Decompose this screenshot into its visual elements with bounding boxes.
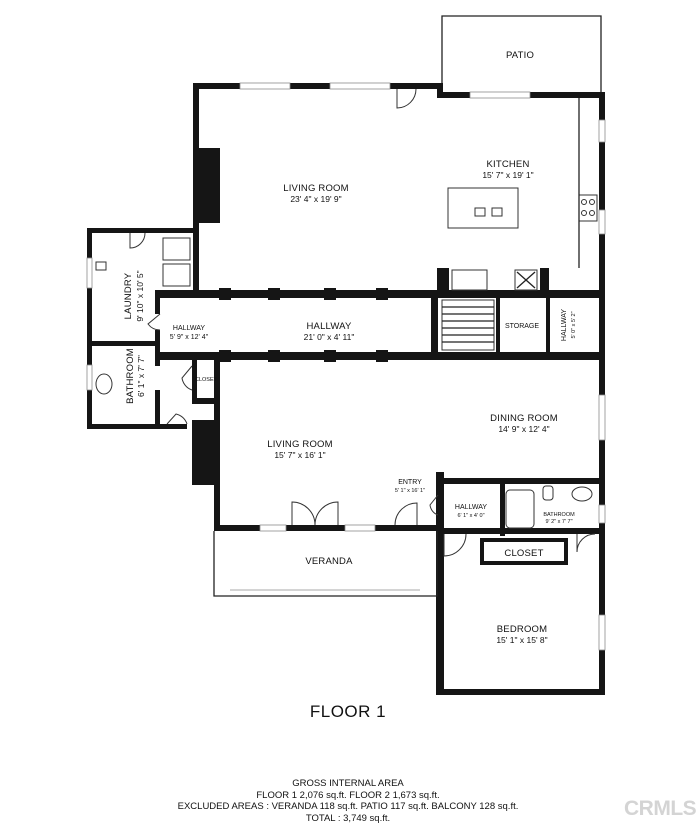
entry-label: ENTRY — [398, 479, 422, 486]
dining-room-label: DINING ROOM — [490, 413, 558, 424]
floor-title: FLOOR 1 — [0, 702, 696, 722]
gross-area-heading: GROSS INTERNAL AREA — [0, 778, 696, 790]
living-room-upper-label: LIVING ROOM — [283, 183, 349, 194]
living-room-lower-dims: 15' 7" x 16' 1" — [274, 450, 325, 460]
kitchen-label: KITCHEN — [486, 159, 529, 170]
laundry-label: LAUNDRY — [123, 272, 134, 319]
bathroom-left-label: BATHROOM — [125, 348, 136, 404]
laundry-dims: 9' 10" x 10' 5" — [135, 270, 145, 321]
laundry-sink-icon — [96, 262, 106, 270]
sink-icon — [475, 208, 485, 216]
hallway-entry-label: HALLWAY — [455, 504, 487, 511]
bedroom-label: BEDROOM — [497, 624, 548, 635]
gross-area-summary: GROSS INTERNAL AREA FLOOR 1 2,076 sq.ft.… — [0, 778, 696, 824]
living-room-upper-dims: 23' 4" x 19' 9" — [290, 194, 341, 204]
watermark-logo: CRMLS — [624, 797, 696, 821]
hallway-main-dims: 21' 0" x 4' 11" — [304, 332, 355, 342]
bathroom-right-dims: 9' 2" x 7' 7" — [545, 519, 572, 525]
veranda-label: VERANDA — [305, 556, 353, 567]
toilet-icon — [543, 486, 553, 500]
living-room-lower-label: LIVING ROOM — [267, 439, 333, 450]
bathroom-right-label: BATHROOM — [543, 512, 575, 518]
bedroom-dims: 15' 1" x 15' 8" — [496, 635, 547, 645]
entry-dims: 5' 1" x 16' 1" — [395, 488, 425, 494]
toilet-icon — [96, 374, 112, 394]
bathtub-icon — [506, 490, 534, 528]
sink-icon — [572, 487, 592, 501]
hallway-right-label: HALLWAY — [561, 309, 568, 341]
kitchen-dims: 15' 7" x 19' 1" — [482, 170, 533, 180]
hallway-small-dims: 5' 9" x 12' 4" — [170, 334, 209, 341]
gross-area-total: TOTAL : 3,749 sq.ft. — [0, 813, 696, 824]
storage-label: STORAGE — [505, 323, 539, 330]
gross-area-floors: FLOOR 1 2,076 sq.ft. FLOOR 2 1,673 sq.ft… — [0, 790, 696, 802]
bathroom-left-dims: 6' 1" x 7' 7" — [136, 355, 146, 397]
hallway-small-label: HALLWAY — [173, 325, 205, 332]
hallway-entry-dims: 6' 1" x 4' 0" — [457, 513, 484, 519]
counter — [452, 270, 487, 290]
hallway-posts — [219, 288, 388, 362]
hallway-right-dims: 5' 0" x 5' 2" — [571, 311, 577, 338]
stove-icon — [579, 195, 597, 221]
washer-icon — [163, 238, 190, 260]
room-labels: PATIO KITCHEN 15' 7" x 19' 1" LIVING ROO… — [123, 50, 577, 645]
hallway-main-label: HALLWAY — [306, 321, 352, 332]
dryer-icon — [163, 264, 190, 286]
gross-area-excluded: EXCLUDED AREAS : VERANDA 118 sq.ft. PATI… — [0, 801, 696, 813]
patio-label: PATIO — [506, 50, 534, 61]
closet-small-label: CLOSET — [195, 377, 218, 383]
dining-room-dims: 14' 9" x 12' 4" — [498, 424, 549, 434]
closet-bed-label: CLOSET — [504, 548, 543, 559]
